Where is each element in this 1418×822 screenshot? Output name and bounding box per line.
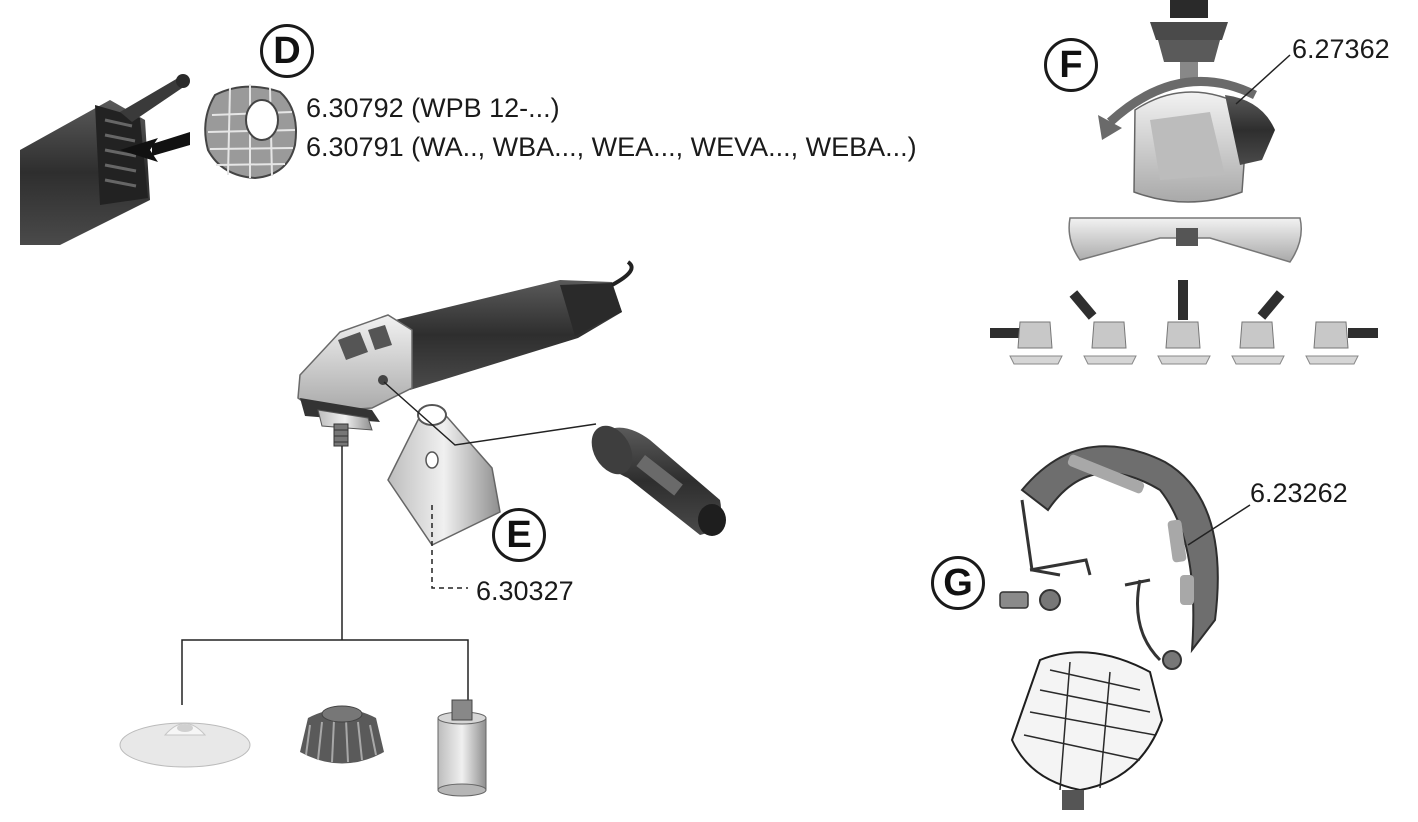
part-number-f: 6.27362	[1292, 34, 1390, 64]
spindle-grinder-illustration	[1068, 0, 1302, 263]
grinder-head-illustration	[1010, 651, 1164, 810]
cup-wire-brush-illustration	[300, 705, 384, 764]
bow-handle-illustration	[999, 445, 1219, 670]
part-number-d1: 6.30792 (WPB 12-...)	[306, 93, 560, 123]
motor-housing-illustration	[20, 74, 190, 245]
backing-pad-illustration	[119, 722, 251, 768]
part-number-g: 6.23262	[1250, 478, 1348, 508]
section-badge-g: G	[931, 556, 985, 610]
wheel-guard-illustration	[387, 404, 501, 546]
section-badge-f: F	[1044, 38, 1098, 92]
insert-arrow-icon	[120, 132, 190, 162]
section-badge-e: E	[492, 508, 546, 562]
leader-lines	[181, 381, 597, 705]
part-number-d2: 6.30791 (WA.., WBA..., WEA..., WEVA..., …	[306, 132, 917, 162]
core-bit-illustration	[437, 699, 487, 797]
side-handle-illustration	[591, 425, 726, 536]
angle-grinder-illustration	[297, 260, 634, 447]
section-badge-d: D	[260, 24, 314, 78]
handle-positions-illustration	[990, 280, 1378, 365]
dust-filter-illustration	[204, 84, 297, 180]
part-number-e: 6.30327	[476, 576, 574, 606]
